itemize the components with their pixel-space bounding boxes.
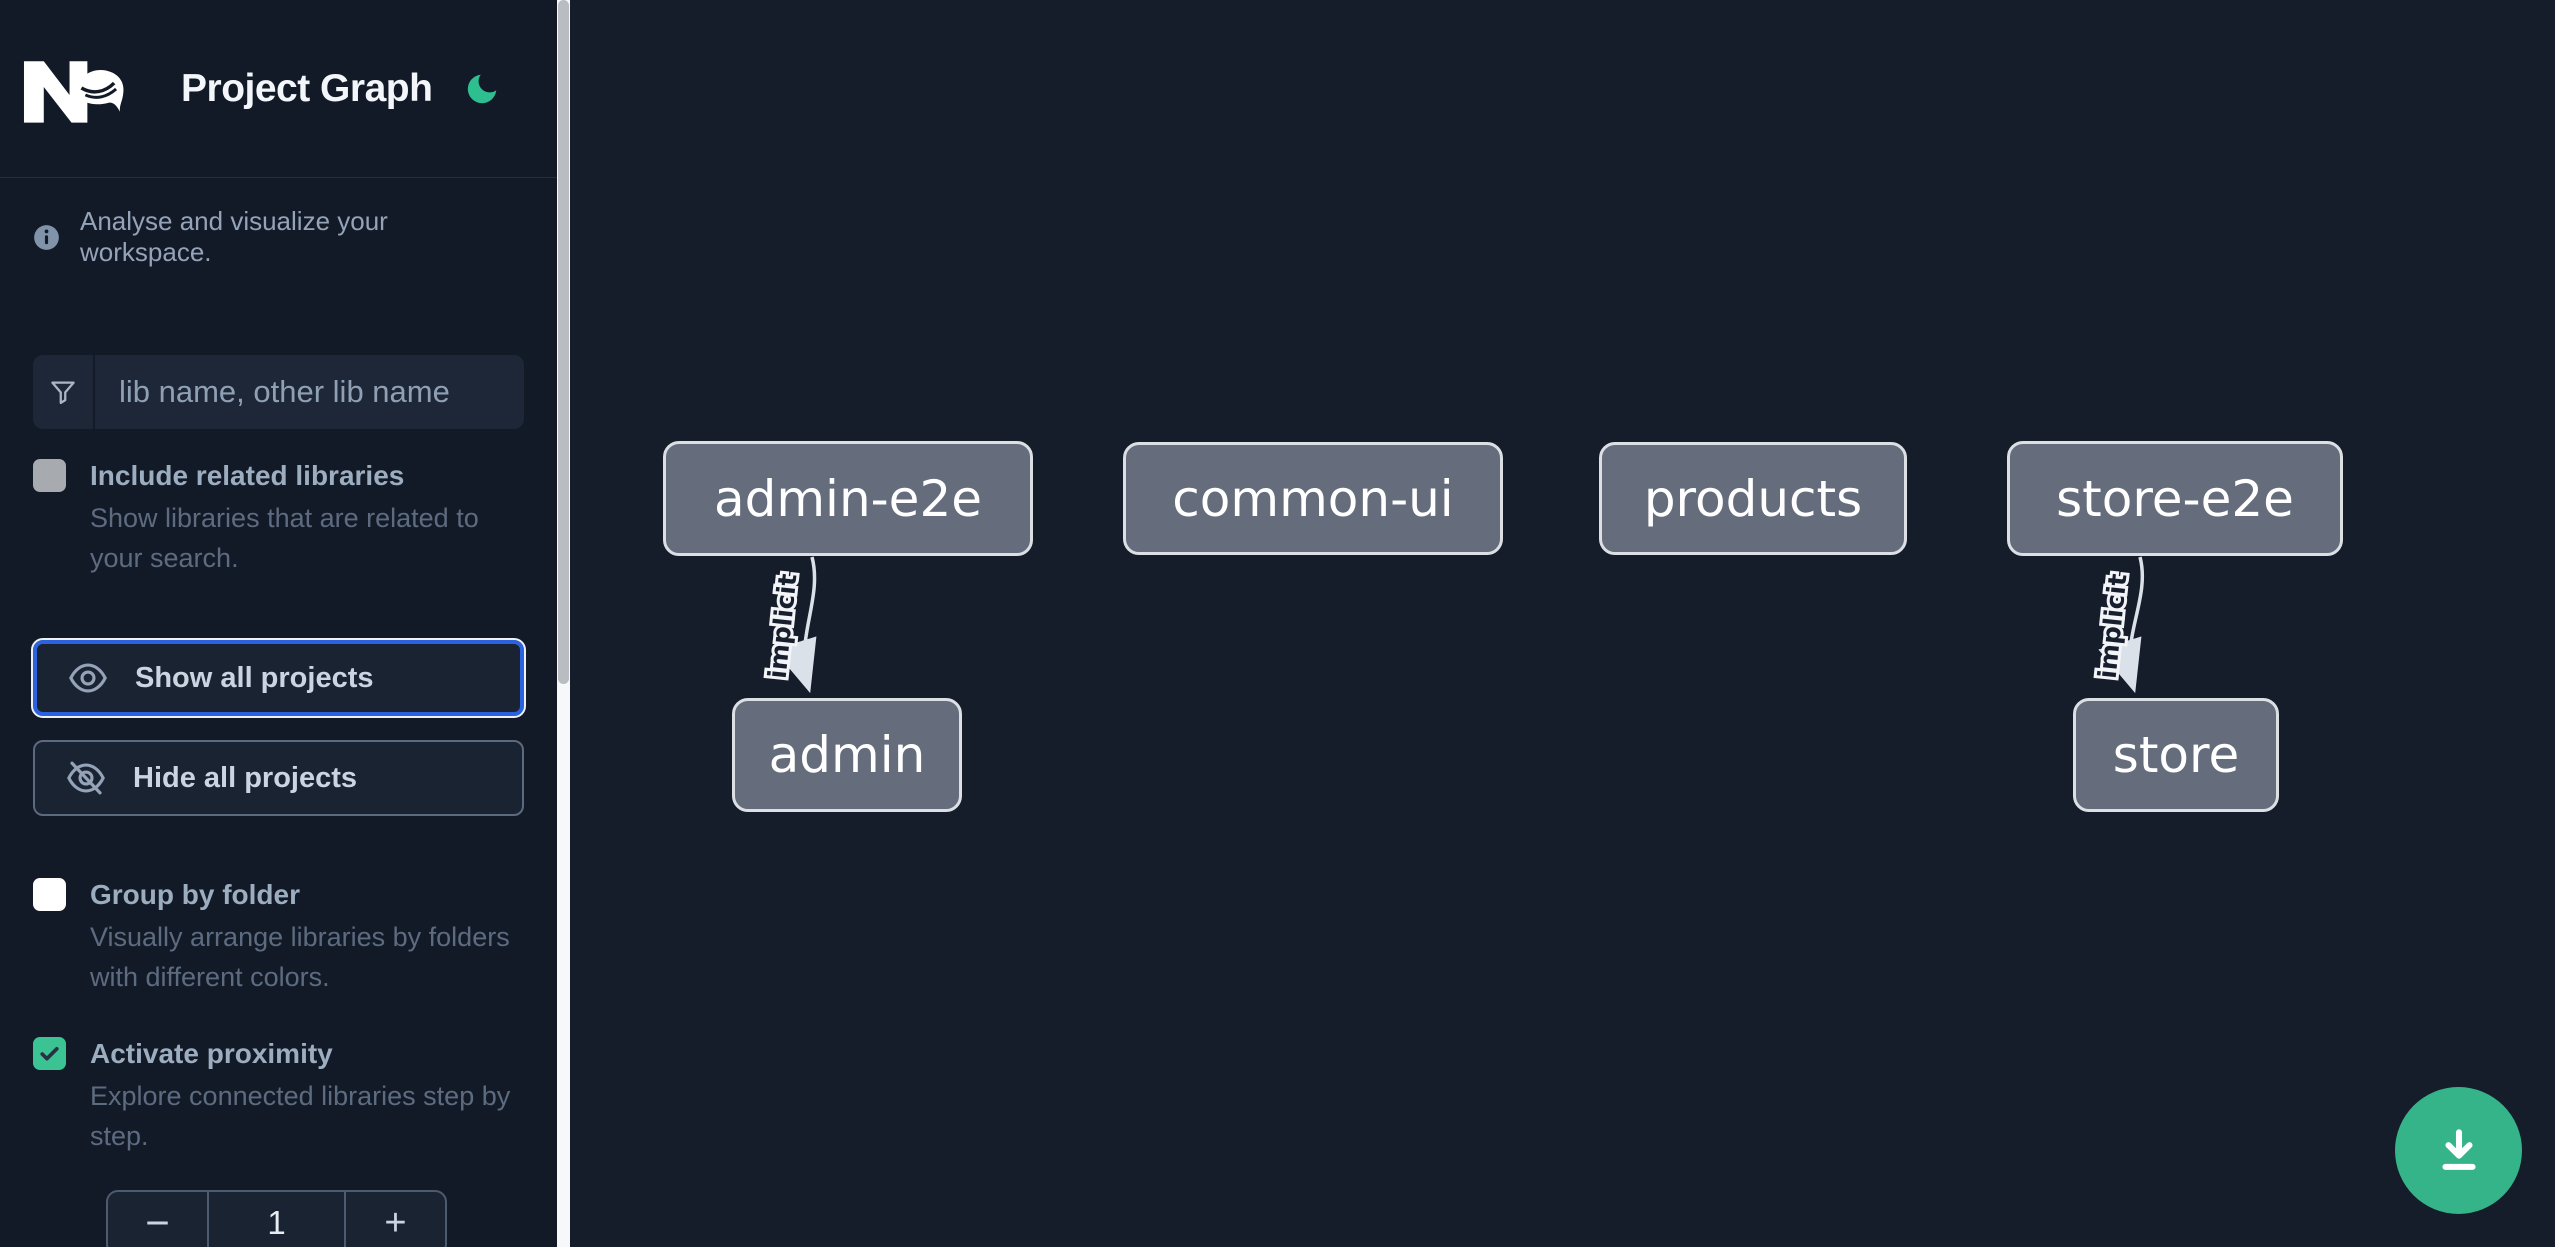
graph-canvas[interactable]: implicit implicit admin-e2e common-ui produ… [570,0,2555,1247]
toggle-label: Activate proximity [90,1037,333,1069]
edge-admin-e2e-to-admin [773,556,817,694]
info-icon [34,224,59,250]
filter-box [33,355,524,429]
show-all-projects-label: Show all projects [135,661,374,694]
sidebar-header: Project Graph [0,0,557,178]
export-image-button[interactable] [2395,1087,2522,1214]
graph-node-admin[interactable]: admin [732,698,962,812]
toggle-description: Explore connected libraries step by step… [90,1081,511,1151]
page-title: Project Graph [181,66,433,110]
group-by-folder-checkbox[interactable] [33,878,66,911]
stepper-decrement-button[interactable]: − [145,1199,170,1246]
activate-proximity-checkbox[interactable] [33,1037,66,1070]
edge-label-admin-e2e-to-admin: implicit [763,572,803,679]
toggle-group-by-folder: Group by folder Visually arrange librari… [33,878,524,997]
eye-icon [69,663,107,693]
include-related-libraries-checkbox[interactable] [33,459,66,492]
proximity-depth-stepper: − 1 + [106,1190,447,1247]
show-all-projects-button[interactable]: Show all projects [31,638,526,718]
stepper-increment-button[interactable]: + [384,1201,407,1244]
filter-input[interactable] [95,355,524,429]
edge-label-store-e2e-to-store: implicit [2093,572,2133,679]
sidebar-scrollbar-track [557,0,570,1247]
graph-node-store[interactable]: store [2073,698,2279,812]
toggle-description: Show libraries that are related to your … [90,503,479,573]
sidebar-scrollbar-thumb[interactable] [558,0,569,684]
workspace-tagline-row: Analyse and visualize your workspace. [33,206,524,268]
toggle-activate-proximity: Activate proximity Explore connected lib… [33,1037,524,1156]
graph-node-admin-e2e[interactable]: admin-e2e [663,441,1033,556]
stepper-value: 1 [207,1192,346,1247]
graph-node-store-e2e[interactable]: store-e2e [2007,441,2343,556]
funnel-icon [51,381,75,404]
sidebar: Project Graph Analyse and visualize your… [0,0,557,1247]
graph-edges-layer: implicit implicit [760,556,2145,694]
sidebar-body: Analyse and visualize your workspace. In… [0,178,557,1247]
filter-icon-cell [33,355,95,429]
hide-all-projects-label: Hide all projects [133,761,358,794]
toggle-label: Group by folder [90,878,300,910]
toggle-label: Include related libraries [90,459,405,491]
edge-store-e2e-to-store [2098,556,2145,694]
hide-all-projects-button[interactable]: Hide all projects [33,740,524,816]
eye-off-icon [67,761,105,795]
graph-node-common-ui[interactable]: common-ui [1123,442,1503,555]
toggle-include-related-libraries: Include related libraries Show libraries… [33,459,524,578]
toggle-description: Visually arrange libraries by folders wi… [90,922,510,992]
workspace-tagline: Analyse and visualize your workspace. [80,206,388,267]
nx-logo-icon [23,60,124,123]
dark-mode-toggle-moon-icon[interactable] [463,70,501,108]
download-icon [2441,1128,2476,1170]
graph-node-products[interactable]: products [1599,442,1907,555]
